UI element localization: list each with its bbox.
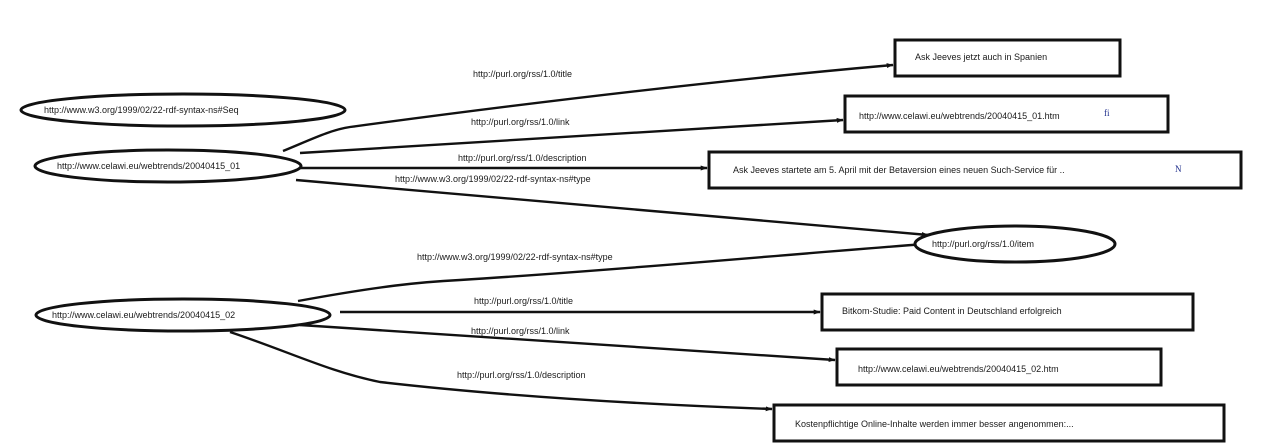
edge-description-02 xyxy=(229,330,773,412)
edge-label-type-02: http://www.w3.org/1999/02/22-rdf-syntax-… xyxy=(417,252,613,262)
stray-glyph-fi: fi xyxy=(1104,108,1110,118)
edge-label-title-02: http://purl.org/rss/1.0/title xyxy=(474,296,573,306)
literal-label-link-02: http://www.celawi.eu/webtrends/20040415_… xyxy=(858,364,1059,374)
edge-type-01 xyxy=(295,178,929,237)
edge-label-title-01: http://purl.org/rss/1.0/title xyxy=(473,69,572,79)
edge-title-01 xyxy=(282,63,894,153)
resource-label-rss-item: http://purl.org/rss/1.0/item xyxy=(932,239,1034,249)
resource-label-item-02: http://www.celawi.eu/webtrends/20040415_… xyxy=(52,310,235,320)
stray-glyph-n: N xyxy=(1175,164,1182,174)
edge-label-type-01: http://www.w3.org/1999/02/22-rdf-syntax-… xyxy=(395,174,591,184)
literal-node-description-02: Kostenpflichtige Online-Inhalte werden i… xyxy=(772,403,1226,443)
literal-node-title-01: Ask Jeeves jetzt auch in Spanien xyxy=(893,38,1122,78)
edge-label-link-02: http://purl.org/rss/1.0/link xyxy=(471,326,570,336)
resource-node-rss-item: http://purl.org/rss/1.0/item xyxy=(913,224,1117,264)
edge-label-description-01: http://purl.org/rss/1.0/description xyxy=(458,153,587,163)
resource-node-item-01: http://www.celawi.eu/webtrends/20040415_… xyxy=(33,148,303,184)
resource-node-seq: http://www.w3.org/1999/02/22-rdf-syntax-… xyxy=(19,92,347,128)
literal-label-description-02: Kostenpflichtige Online-Inhalte werden i… xyxy=(795,419,1074,429)
edge-labels: http://purl.org/rss/1.0/title http://pur… xyxy=(395,69,613,380)
literal-label-title-01: Ask Jeeves jetzt auch in Spanien xyxy=(915,52,1047,62)
literal-node-link-02: http://www.celawi.eu/webtrends/20040415_… xyxy=(835,347,1163,387)
literal-node-title-02: Bitkom-Studie: Paid Content in Deutschla… xyxy=(820,292,1195,332)
literal-node-description-01: Ask Jeeves startete am 5. April mit der … xyxy=(707,150,1243,190)
edge-type-02 xyxy=(297,242,926,303)
edge-label-link-01: http://purl.org/rss/1.0/link xyxy=(471,117,570,127)
edge-label-description-02: http://purl.org/rss/1.0/description xyxy=(457,370,586,380)
edges xyxy=(229,63,929,412)
literal-label-title-02: Bitkom-Studie: Paid Content in Deutschla… xyxy=(842,306,1062,316)
edge-link-01 xyxy=(299,117,844,155)
literal-label-description-01: Ask Jeeves startete am 5. April mit der … xyxy=(733,165,1065,175)
resource-label-item-01: http://www.celawi.eu/webtrends/20040415_… xyxy=(57,161,240,171)
literal-label-link-01: http://www.celawi.eu/webtrends/20040415_… xyxy=(859,111,1060,121)
resource-label-seq: http://www.w3.org/1999/02/22-rdf-syntax-… xyxy=(44,105,239,115)
resource-node-item-02: http://www.celawi.eu/webtrends/20040415_… xyxy=(34,297,332,333)
edge-link-02 xyxy=(299,323,836,363)
literal-node-link-01: http://www.celawi.eu/webtrends/20040415_… xyxy=(843,94,1170,134)
